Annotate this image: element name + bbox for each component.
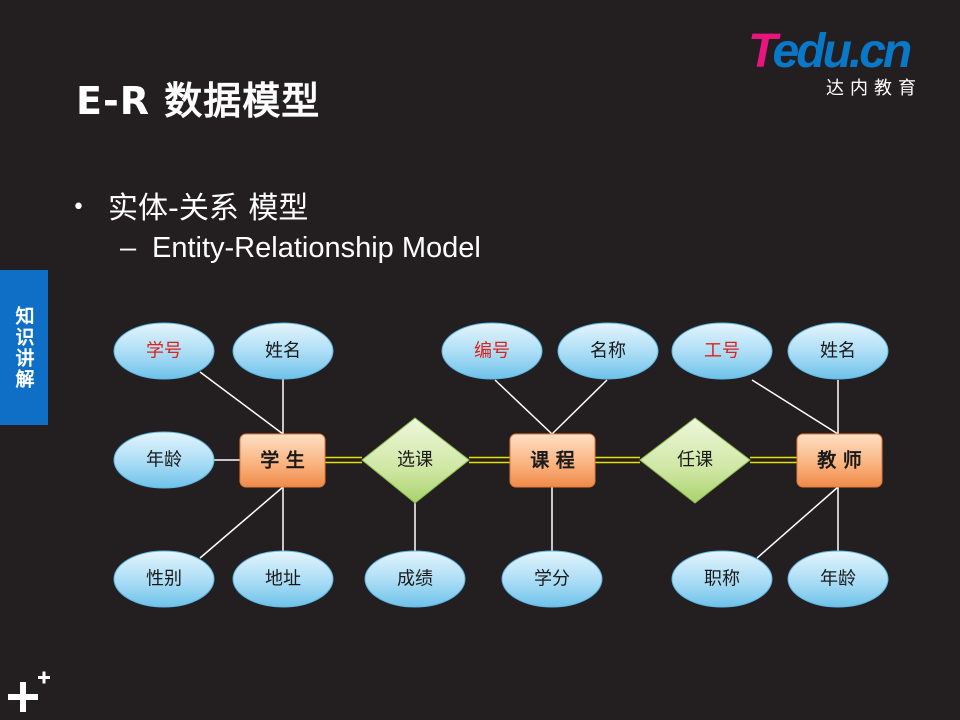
svg-text:姓名: 姓名 (820, 341, 856, 362)
entity-student[interactable]: 学 生 (239, 433, 326, 488)
attributes: 学号 姓名 年龄 性别 地址 成绩 (113, 322, 889, 608)
svg-text:课 程: 课 程 (530, 450, 575, 472)
attribute-stu-age[interactable]: 年龄 (113, 431, 215, 489)
attribute-teacher-age[interactable]: 年龄 (787, 550, 889, 608)
svg-text:名称: 名称 (590, 341, 626, 362)
tedu-logo: Tedu.cn 达内教育 (748, 25, 938, 100)
connector-teacher-no (751, 379, 839, 435)
relationship-connectors (325, 456, 797, 464)
attribute-teacher-no[interactable]: 工号 (671, 322, 773, 380)
svg-text:职称: 职称 (704, 569, 740, 590)
entities: 学 生 课 程 教 师 (239, 433, 883, 488)
bullet-item: • 实体-关系 模型 (72, 183, 308, 227)
entity-course[interactable]: 课 程 (509, 433, 596, 488)
svg-text:姓名: 姓名 (265, 341, 301, 362)
svg-text:地址: 地址 (265, 569, 301, 590)
bullet-dot-icon: • (72, 195, 85, 220)
svg-text:工号: 工号 (704, 341, 740, 362)
attribute-teacher-name[interactable]: 姓名 (787, 322, 889, 380)
svg-text:成绩: 成绩 (397, 569, 433, 590)
attribute-stu-name[interactable]: 姓名 (232, 322, 334, 380)
svg-text:学号: 学号 (146, 341, 182, 362)
attribute-course-name[interactable]: 名称 (557, 322, 659, 380)
svg-text:教 师: 教 师 (817, 449, 862, 472)
svg-text:编号: 编号 (474, 341, 510, 362)
side-tab[interactable]: 知识讲解 (0, 270, 48, 425)
plus-icon (8, 671, 50, 712)
dash-icon: – (120, 232, 137, 264)
connector-teacher-title (756, 486, 839, 559)
svg-text:选课: 选课 (397, 450, 433, 471)
attribute-enroll-grade[interactable]: 成绩 (364, 550, 466, 608)
attribute-course-no[interactable]: 编号 (441, 322, 543, 380)
sub-bullet-item: –Entity-Relationship Model (120, 232, 481, 265)
attribute-connectors (199, 371, 839, 559)
logo-wordmark: Tedu.cn (748, 25, 912, 78)
connector-course-no (494, 379, 553, 435)
attribute-stu-addr[interactable]: 地址 (232, 550, 334, 608)
attribute-teacher-title[interactable]: 职称 (671, 550, 773, 608)
sub-bullet-text: Entity-Relationship Model (152, 232, 481, 264)
page-title: E-R 数据模型 (76, 79, 321, 123)
attribute-course-credit[interactable]: 学分 (501, 550, 603, 608)
relationships: 选课 任课 (361, 417, 751, 504)
svg-text:年龄: 年龄 (820, 569, 856, 590)
bullet-text: 实体-关系 模型 (108, 191, 309, 226)
connector-stu-no (199, 371, 284, 435)
svg-text:性别: 性别 (146, 569, 182, 590)
entity-teacher[interactable]: 教 师 (796, 433, 883, 488)
connector-course-name (551, 379, 608, 435)
svg-text:学 生: 学 生 (260, 449, 305, 472)
attribute-stu-no[interactable]: 学号 (113, 322, 215, 380)
attribute-stu-gender[interactable]: 性别 (113, 550, 215, 608)
relationship-enroll[interactable]: 选课 (361, 417, 470, 504)
connector-stu-gender (199, 486, 284, 559)
logo-subtitle: 达内教育 (826, 78, 922, 99)
svg-text:年龄: 年龄 (146, 450, 182, 471)
relationship-teach[interactable]: 任课 (639, 417, 751, 504)
svg-text:任课: 任课 (677, 450, 713, 471)
svg-text:学分: 学分 (534, 569, 570, 590)
